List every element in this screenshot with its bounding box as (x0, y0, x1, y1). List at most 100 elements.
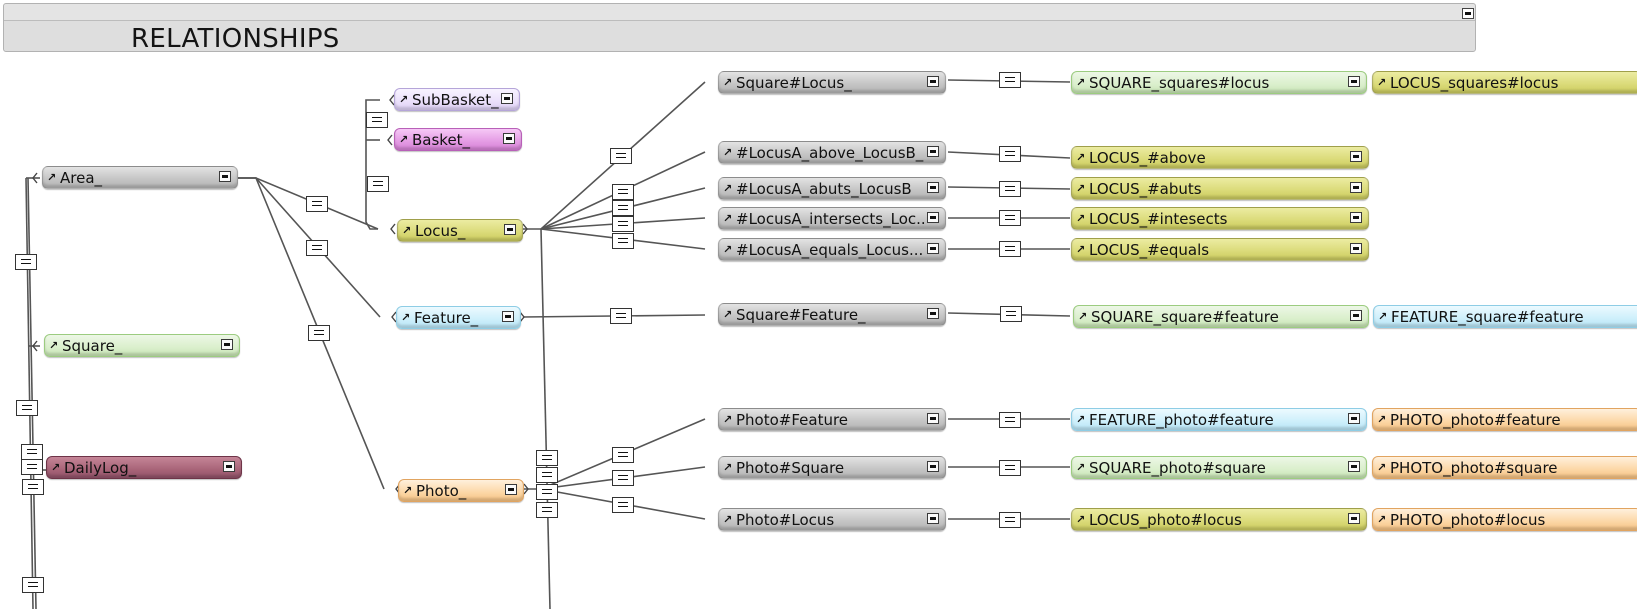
occurrence-area[interactable]: ↗ Area_ (42, 166, 238, 189)
eq-marker[interactable] (1000, 306, 1022, 322)
eq-marker[interactable] (612, 497, 634, 513)
occurrence-photo-photo-feature[interactable]: ↗ PHOTO_photo#feature (1372, 408, 1637, 431)
minimize-icon[interactable] (927, 413, 939, 424)
eq-marker[interactable] (612, 216, 634, 232)
minimize-icon[interactable] (1348, 413, 1360, 424)
eq-marker[interactable] (536, 467, 558, 483)
eq-marker[interactable] (367, 176, 389, 192)
arrow-icon: ↗ (723, 308, 733, 321)
occurrence-square-square-feature[interactable]: ↗ SQUARE_square#feature (1073, 305, 1369, 328)
eq-marker[interactable] (306, 196, 328, 212)
eq-marker[interactable] (612, 470, 634, 486)
eq-marker[interactable] (610, 308, 632, 324)
minimize-icon[interactable] (1462, 8, 1474, 19)
occurrence-feature-photo-feature[interactable]: ↗ FEATURE_photo#feature (1071, 408, 1367, 431)
arrow-icon: ↗ (723, 146, 733, 159)
eq-marker[interactable] (999, 460, 1021, 476)
occurrence-square-locus[interactable]: ↗ Square#Locus_ (718, 71, 946, 94)
occurrence-photo[interactable]: ↗ Photo_ (398, 479, 524, 502)
minimize-icon[interactable] (1348, 76, 1360, 87)
minimize-icon[interactable] (927, 461, 939, 472)
eq-marker[interactable] (536, 484, 558, 500)
minimize-icon[interactable] (501, 93, 513, 104)
minimize-icon[interactable] (1348, 461, 1360, 472)
occurrence-locusa-equals[interactable]: ↗ #LocusA_equals_Locus... (718, 238, 946, 261)
occurrence-subbasket[interactable]: ↗ SubBasket_ (394, 88, 520, 111)
eq-marker[interactable] (999, 412, 1021, 428)
minimize-icon[interactable] (927, 513, 939, 524)
occurrence-locus[interactable]: ↗ Locus_ (397, 219, 523, 242)
minimize-icon[interactable] (927, 243, 939, 254)
minimize-icon[interactable] (1348, 513, 1360, 524)
arrow-icon: ↗ (723, 513, 733, 526)
occurrence-square-photo-square[interactable]: ↗ SQUARE_photo#square (1071, 456, 1367, 479)
minimize-icon[interactable] (219, 171, 231, 182)
eq-marker[interactable] (610, 148, 632, 164)
arrow-icon: ↗ (1076, 76, 1086, 89)
eq-marker[interactable] (21, 459, 43, 475)
minimize-icon[interactable] (927, 146, 939, 157)
minimize-icon[interactable] (927, 308, 939, 319)
eq-marker[interactable] (999, 181, 1021, 197)
eq-marker[interactable] (308, 325, 330, 341)
eq-marker[interactable] (536, 502, 558, 518)
minimize-icon[interactable] (1350, 151, 1362, 162)
edge-locus-down (540, 228, 551, 609)
occurrence-photo-feature[interactable]: ↗ Photo#Feature (718, 408, 946, 431)
minimize-icon[interactable] (1350, 243, 1362, 254)
arrow-icon: ↗ (47, 171, 57, 184)
minimize-icon[interactable] (1350, 310, 1362, 321)
occurrence-locus-above[interactable]: ↗ LOCUS_#above (1071, 146, 1369, 169)
occurrence-feature-square-feature[interactable]: ↗ FEATURE_square#feature (1373, 305, 1637, 328)
eq-marker[interactable] (21, 444, 43, 460)
occurrence-dailylog[interactable]: ↗ DailyLog_ (46, 456, 242, 479)
occurrence-square-feature[interactable]: ↗ Square#Feature_ (718, 303, 946, 326)
eq-marker[interactable] (22, 479, 44, 495)
eq-marker[interactable] (16, 400, 38, 416)
minimize-icon[interactable] (504, 224, 516, 235)
occurrence-basket[interactable]: ↗ Basket_ (394, 128, 522, 151)
occurrence-locusa-abuts[interactable]: ↗ #LocusA_abuts_LocusB (718, 177, 946, 200)
arrow-icon: ↗ (1078, 310, 1088, 323)
minimize-icon[interactable] (1350, 182, 1362, 193)
occurrence-locus-abuts[interactable]: ↗ LOCUS_#abuts (1071, 177, 1369, 200)
eq-marker[interactable] (366, 112, 388, 128)
eq-marker[interactable] (15, 254, 37, 270)
minimize-icon[interactable] (503, 133, 515, 144)
arrow-icon: ↗ (723, 413, 733, 426)
occurrence-locus-equals[interactable]: ↗ LOCUS_#equals (1071, 238, 1369, 261)
occurrence-photo-square[interactable]: ↗ Photo#Square (718, 456, 946, 479)
occurrence-photo-photo-locus[interactable]: ↗ PHOTO_photo#locus (1372, 508, 1637, 531)
occurrence-locus-squares-locus[interactable]: ↗ LOCUS_squares#locus (1372, 71, 1637, 94)
minimize-icon[interactable] (927, 212, 939, 223)
occurrence-square[interactable]: ↗ Square_ (44, 334, 240, 357)
eq-marker[interactable] (999, 210, 1021, 226)
eq-marker[interactable] (22, 577, 44, 593)
occurrence-feature[interactable]: ↗ Feature_ (396, 306, 521, 329)
minimize-icon[interactable] (1350, 212, 1362, 223)
eq-marker[interactable] (612, 447, 634, 463)
minimize-icon[interactable] (505, 484, 517, 495)
eq-marker[interactable] (612, 184, 634, 200)
eq-marker[interactable] (306, 240, 328, 256)
minimize-icon[interactable] (502, 311, 514, 322)
occurrence-photo-photo-square[interactable]: ↗ PHOTO_photo#square (1372, 456, 1637, 479)
occurrence-locus-intesects[interactable]: ↗ LOCUS_#intesects (1071, 207, 1369, 230)
eq-marker[interactable] (999, 512, 1021, 528)
occurrence-square-squares-locus[interactable]: ↗ SQUARE_squares#locus (1071, 71, 1367, 94)
arrow-icon: ↗ (1076, 182, 1086, 195)
eq-marker[interactable] (999, 241, 1021, 257)
minimize-icon[interactable] (927, 182, 939, 193)
occurrence-locusa-above[interactable]: ↗ #LocusA_above_LocusB_ (718, 141, 946, 164)
eq-marker[interactable] (999, 146, 1021, 162)
minimize-icon[interactable] (221, 339, 233, 350)
occurrence-locus-photo-locus[interactable]: ↗ LOCUS_photo#locus (1071, 508, 1367, 531)
eq-marker[interactable] (536, 450, 558, 466)
occurrence-locusa-intersects[interactable]: ↗ #LocusA_intersects_Loc... (718, 207, 946, 230)
minimize-icon[interactable] (223, 461, 235, 472)
eq-marker[interactable] (612, 233, 634, 249)
occurrence-photo-locus[interactable]: ↗ Photo#Locus (718, 508, 946, 531)
eq-marker[interactable] (999, 72, 1021, 88)
eq-marker[interactable] (612, 200, 634, 216)
minimize-icon[interactable] (927, 76, 939, 87)
